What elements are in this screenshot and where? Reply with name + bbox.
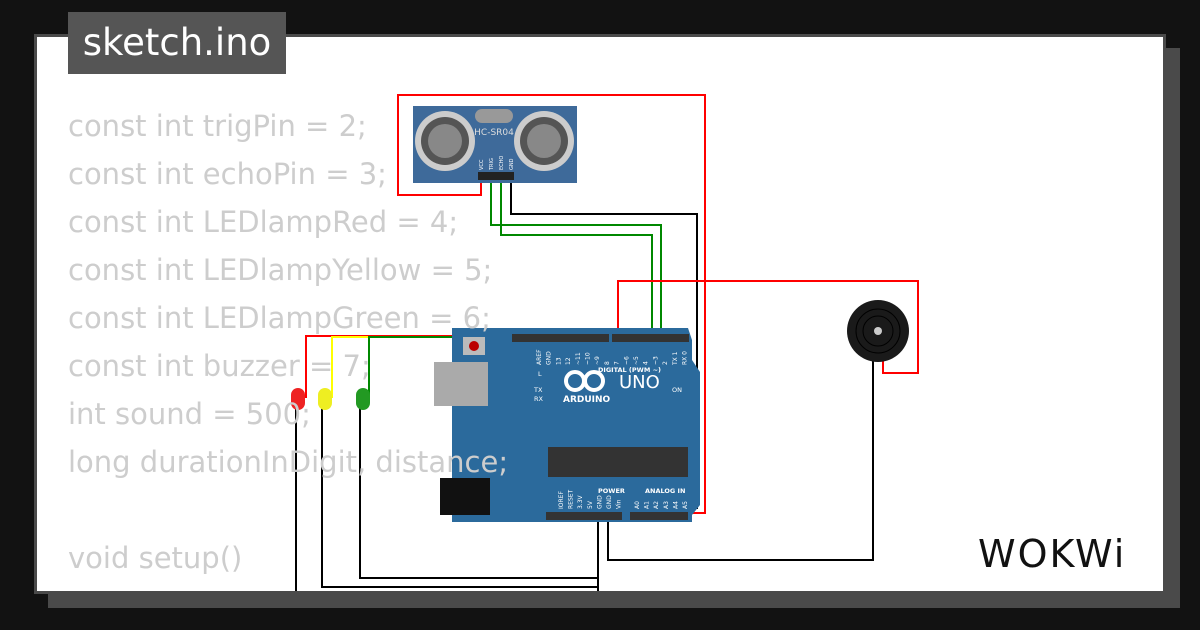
- buzzer[interactable]: [847, 300, 909, 362]
- on-label: ON: [672, 386, 682, 394]
- sensor-label: HC-SR04: [474, 128, 514, 138]
- sensor-pin-label: VCC: [479, 159, 485, 170]
- code-line: const int buzzer = 7;: [68, 349, 371, 383]
- code-line: [68, 486, 508, 534]
- digital-pin-label: TX 1: [672, 351, 679, 366]
- code-line: int sound = 500;: [68, 397, 311, 431]
- code-line: {: [68, 582, 508, 590]
- digital-pin-label: ~9: [594, 356, 601, 365]
- code-line: void setup(): [68, 541, 243, 575]
- digital-pin-label: ~3: [652, 356, 659, 365]
- wire-vcc-red: [397, 94, 706, 514]
- power-label: POWER: [598, 487, 625, 495]
- digital-pin-label: AREF: [536, 349, 543, 365]
- hc-sr04-sensor[interactable]: HC-SR04 VCC TRIG ECHO GND: [413, 106, 577, 183]
- led-yellow[interactable]: [318, 388, 332, 410]
- sensor-pin-label: TRIG: [489, 158, 495, 171]
- digital-pin-label: ~10: [585, 352, 592, 365]
- digital-pin-label: 2: [662, 361, 669, 365]
- sensor-pin-labels: VCC TRIG ECHO GND: [479, 156, 515, 171]
- code-line: long durationInDigit, distance;: [68, 445, 509, 479]
- led-red[interactable]: [291, 388, 305, 410]
- digital-pin-label: 8: [604, 361, 611, 365]
- file-tab: sketch.ino: [68, 12, 286, 74]
- arduino-uno-board[interactable]: UNO ARDUINO DIGITAL (PWM ~) POWER ANALOG…: [434, 328, 700, 522]
- digital-pin-label: GND: [546, 351, 553, 365]
- power-pin-label: IOREF: [558, 491, 565, 509]
- power-pin-label: 5V: [587, 500, 594, 509]
- sensor-pin-label: GND: [509, 158, 515, 170]
- analog-pin-label: A3: [663, 501, 670, 509]
- code-line: const int echoPin = 3;: [68, 157, 387, 191]
- wire-led-green-gnd: [359, 400, 598, 579]
- wire-buzzer-black: [607, 360, 874, 561]
- digital-pin-label: ~5: [633, 356, 640, 365]
- digital-label: DIGITAL (PWM ~): [598, 366, 661, 374]
- code-line: const int trigPin = 2;: [68, 109, 367, 143]
- wokwi-logo: WOKWi: [978, 532, 1126, 576]
- wire-echo-green: [500, 178, 653, 337]
- analog-pin-label: A1: [644, 501, 651, 509]
- power-pin-label: 3.3V: [577, 494, 584, 509]
- sensor-pin-label: ECHO: [499, 156, 505, 170]
- rx-label: RX: [534, 395, 544, 403]
- code-line: const int LEDlampYellow = 5;: [68, 253, 493, 287]
- analog-pin-label: A5: [682, 501, 689, 509]
- digital-pin-label: 12: [565, 357, 572, 365]
- wire-buzzer-red: [617, 280, 919, 374]
- tx-label: TX: [533, 386, 543, 394]
- wire-trig-green: [490, 178, 662, 337]
- digital-pin-label: RX 0: [682, 351, 689, 365]
- led-green[interactable]: [356, 388, 370, 410]
- code-line: const int LEDlampGreen = 6;: [68, 301, 491, 335]
- l-label: L: [538, 370, 542, 378]
- power-pin-label: RESET: [568, 489, 575, 509]
- analog-pin-label: A4: [672, 501, 679, 509]
- digital-pin-label: ~6: [623, 356, 630, 365]
- code-listing: const int trigPin = 2; const int echoPin …: [68, 102, 508, 590]
- digital-pin-label: ~11: [575, 352, 582, 365]
- analog-pin-label: A0: [634, 501, 641, 509]
- digital-pin-label: 7: [614, 361, 621, 365]
- arduino-brand: ARDUINO: [563, 395, 611, 405]
- digital-pin-label: 4: [643, 361, 650, 365]
- power-pin-label: GND: [596, 495, 603, 509]
- code-line: const int LEDlampRed = 4;: [68, 205, 459, 239]
- analog-pin-label: A2: [653, 501, 660, 509]
- power-pin-label: GND: [606, 495, 613, 509]
- digital-pin-label: 13: [555, 357, 562, 365]
- arduino-model: UNO: [619, 372, 660, 393]
- power-pin-label: Vin: [616, 499, 623, 509]
- analog-label: ANALOG IN: [645, 487, 685, 495]
